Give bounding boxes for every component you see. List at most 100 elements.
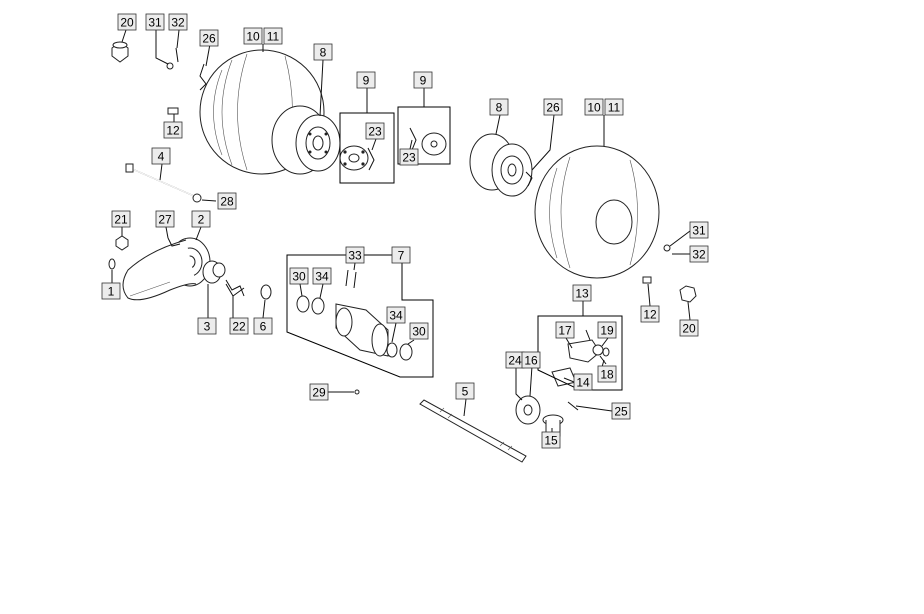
- callout-box: [597, 365, 617, 383]
- callout-box: [289, 267, 309, 285]
- spacer: [260, 284, 272, 300]
- callout-18: 18: [597, 365, 617, 383]
- callout-box: [217, 192, 237, 210]
- callout-number: 27: [158, 213, 172, 227]
- callout-number: 22: [232, 320, 246, 334]
- callout-box: [604, 98, 624, 116]
- right-washer: [663, 244, 671, 252]
- callout-box: [101, 282, 121, 300]
- callout-box: [572, 284, 592, 302]
- callout-number: 32: [692, 248, 706, 262]
- left-washer-bolt: [166, 47, 207, 91]
- brake-disc: [515, 395, 541, 425]
- callout-23: 23: [365, 122, 385, 140]
- callout-number: 29: [312, 386, 326, 400]
- callout-10: 10: [243, 27, 263, 45]
- callout-box: [197, 317, 217, 335]
- callout-box: [413, 71, 433, 89]
- callout-number: 31: [148, 16, 162, 30]
- brake-bolt: [567, 401, 579, 411]
- callout-number: 11: [608, 101, 621, 115]
- callout-box: [597, 321, 617, 339]
- callout-number: 17: [558, 324, 572, 338]
- callout-number: 15: [544, 434, 558, 448]
- callout-box: [243, 27, 263, 45]
- callout-number: 19: [600, 324, 614, 338]
- callout-14: 14: [573, 373, 593, 391]
- callout-32: 32: [689, 245, 709, 263]
- callout-30: 30: [289, 267, 309, 285]
- callout-box: [640, 305, 660, 323]
- callout-number: 10: [587, 101, 601, 115]
- callout-number: 25: [614, 405, 628, 419]
- callout-number: 16: [524, 354, 538, 368]
- callout-number: 12: [643, 308, 657, 322]
- left-nut: [111, 41, 129, 63]
- callout-number: 21: [114, 213, 128, 227]
- callout-8: 8: [313, 43, 333, 61]
- callout-box: [163, 121, 183, 139]
- callout-28: 28: [217, 192, 237, 210]
- callout-number: 11: [267, 30, 280, 44]
- callout-number: 6: [260, 320, 267, 334]
- callout-box: [365, 122, 385, 140]
- callout-10: 10: [584, 98, 604, 116]
- callout-26: 26: [199, 29, 219, 47]
- callout-20: 20: [679, 319, 699, 337]
- callout-box: [253, 317, 273, 335]
- callout-box: [611, 402, 631, 420]
- callout-15: 15: [541, 431, 561, 449]
- sprocket-bolts: [167, 237, 181, 247]
- callout-number: 23: [402, 151, 416, 165]
- callout-box: [151, 147, 171, 165]
- axle-housing: [296, 269, 413, 395]
- callout-box: [145, 13, 165, 31]
- callout-2: 2: [191, 210, 211, 228]
- callout-box: [689, 221, 709, 239]
- washer: [108, 258, 116, 270]
- callout-box: [555, 321, 575, 339]
- left-wheel-hub: [339, 145, 375, 171]
- callout-31: 31: [689, 221, 709, 239]
- callout-number: 32: [171, 16, 185, 30]
- callout-box: [541, 431, 561, 449]
- left-stud: [167, 107, 179, 115]
- callout-29: 29: [309, 383, 329, 401]
- callout-box: [409, 322, 429, 340]
- callout-8: 8: [489, 98, 509, 116]
- callout-34: 34: [386, 306, 406, 324]
- callout-number: 12: [166, 124, 180, 138]
- callout-number: 8: [496, 101, 503, 115]
- drive-chain-sprocket: [122, 237, 211, 301]
- callout-11: 11: [604, 98, 624, 116]
- right-rim: [469, 133, 533, 197]
- callout-number: 14: [576, 376, 590, 390]
- callout-11: 11: [263, 27, 283, 45]
- callout-box: [543, 98, 563, 116]
- sprocket-carrier: [202, 260, 226, 284]
- right-nut: [679, 285, 697, 303]
- callout-number: 13: [575, 287, 589, 301]
- callout-6: 6: [253, 317, 273, 335]
- callout-box: [117, 13, 137, 31]
- callout-number: 20: [120, 16, 134, 30]
- left-rim: [295, 114, 341, 172]
- callout-17: 17: [555, 321, 575, 339]
- callout-number: 2: [198, 213, 205, 227]
- callout-number: 9: [420, 74, 427, 88]
- sprocket-nut: [115, 235, 129, 251]
- callout-20: 20: [117, 13, 137, 31]
- callout-number: 23: [368, 125, 382, 139]
- callout-22: 22: [229, 317, 249, 335]
- callout-box: [313, 43, 333, 61]
- callout-box: [345, 246, 365, 264]
- rear-axle-shaft: [419, 399, 527, 463]
- callout-box: [455, 382, 475, 400]
- callout-5: 5: [455, 382, 475, 400]
- callout-box: [155, 210, 175, 228]
- callout-box: [356, 71, 376, 89]
- callout-13: 13: [572, 284, 592, 302]
- callout-32: 32: [168, 13, 188, 31]
- callout-box: [679, 319, 699, 337]
